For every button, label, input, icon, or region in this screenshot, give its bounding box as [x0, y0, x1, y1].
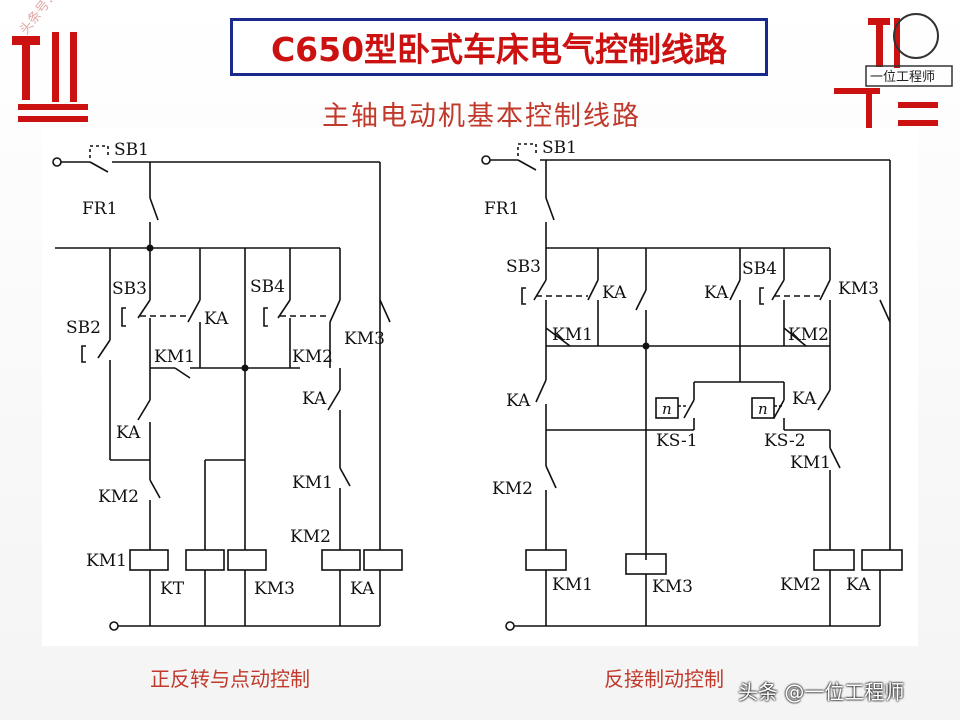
- r-label-km3: KM3: [838, 279, 879, 299]
- r-label-n1: n: [662, 400, 672, 418]
- r-label-ka-a: KA: [602, 283, 627, 303]
- label-km3-contact: KM3: [344, 329, 385, 349]
- engineer-logo-left: [8, 28, 108, 148]
- r-label-coil-km2: KM2: [780, 575, 821, 595]
- r-label-ka-b: KA: [704, 283, 729, 303]
- label-coil-km1: KM1: [86, 551, 127, 571]
- left-circuit-diagram: SB1 FR1 SB3 SB4 SB2 KA KM3 KM1 KM2 KA KA…: [52, 140, 403, 631]
- r-label-km2-nc: KM2: [492, 479, 533, 499]
- logo-right-text: 一位工程师: [870, 70, 936, 85]
- r-label-ka-c: KA: [506, 391, 531, 411]
- label-ka-c: KA: [116, 423, 141, 443]
- r-label-sb3: SB3: [506, 257, 541, 277]
- label-coil-km3: KM3: [254, 579, 295, 599]
- r-label-coil-km1: KM1: [552, 575, 593, 595]
- r-label-ks1: KS-1: [656, 431, 698, 451]
- r-label-sb1: SB1: [542, 138, 577, 158]
- label-ka-a: KA: [204, 309, 229, 329]
- label-km1-contact: KM1: [154, 347, 195, 367]
- r-label-km1-nc: KM1: [790, 453, 831, 473]
- label-sb2: SB2: [66, 318, 101, 338]
- r-label-km1: KM1: [552, 325, 593, 345]
- caption-right: 反接制动控制: [604, 667, 724, 691]
- caption-left: 正反转与点动控制: [150, 667, 310, 691]
- label-km1-nc: KM1: [292, 473, 333, 493]
- label-sb4: SB4: [250, 277, 285, 297]
- label-sb3: SB3: [112, 279, 147, 299]
- label-km2-nc: KM2: [98, 487, 139, 507]
- label-ka-b: KA: [302, 389, 327, 409]
- label-km2-contact: KM2: [292, 347, 333, 367]
- r-label-coil-ka: KA: [846, 575, 871, 595]
- label-km2-coil: KM2: [290, 527, 331, 547]
- label-sb1: SB1: [114, 140, 149, 160]
- r-label-n2: n: [758, 400, 768, 418]
- r-label-km2: KM2: [788, 325, 829, 345]
- r-label-coil-km3: KM3: [652, 577, 693, 597]
- page-subtitle: 主轴电动机基本控制线路: [322, 101, 641, 132]
- engineer-logo-right: [832, 4, 956, 134]
- r-label-ka-d: KA: [792, 389, 817, 409]
- label-coil-kt: KT: [160, 579, 185, 599]
- right-circuit-diagram: SB1 FR1 SB3 KA SB4 KA KM3 KM1 KM2 KA KA …: [481, 138, 903, 631]
- r-label-ks2: KS-2: [764, 431, 806, 451]
- r-label-fr1: FR1: [484, 199, 519, 219]
- title-box: C650型卧式车床电气控制线路: [230, 18, 768, 76]
- page-title: C650型卧式车床电气控制线路: [270, 30, 728, 69]
- r-label-sb4: SB4: [742, 259, 777, 279]
- diagram-area: SB1 FR1 SB3 SB4 SB2 KA KM3 KM1 KM2 KA KA…: [42, 128, 918, 646]
- label-coil-ka: KA: [350, 579, 375, 599]
- watermark: 头条 @一位工程师: [738, 680, 905, 704]
- label-fr1: FR1: [82, 199, 117, 219]
